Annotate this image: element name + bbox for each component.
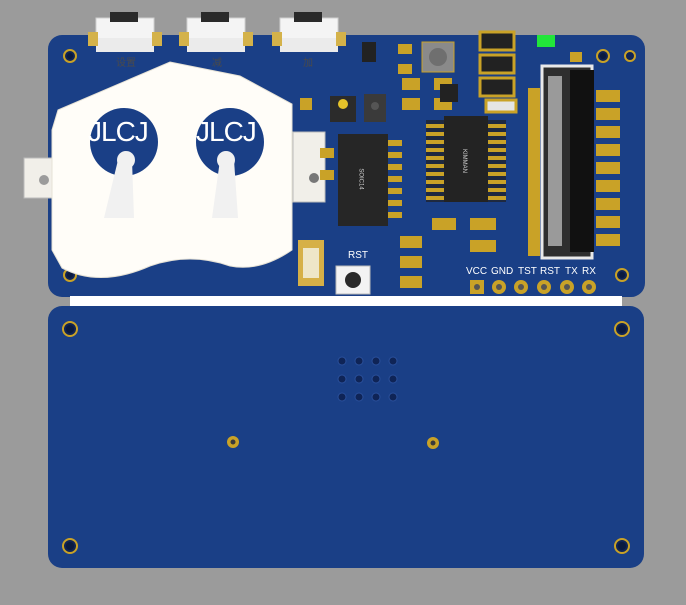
pin-label-vcc: VCC — [466, 266, 488, 277]
button-label-minus: 减 — [212, 58, 222, 69]
bottom-board — [48, 306, 644, 568]
pin-label-tst: TST — [518, 266, 537, 277]
pin-label-rx: RX — [582, 266, 596, 277]
pin-label-tx: TX — [565, 266, 578, 277]
tact-switch-3[interactable] — [272, 12, 346, 52]
pin-label-rst: RST — [540, 266, 560, 277]
pin-label-gnd: GND — [491, 266, 514, 277]
board-gap — [70, 296, 622, 306]
button-label-set: 设置 — [116, 58, 136, 69]
battery-text-left: JLCJ — [88, 116, 149, 147]
reset-button-label: RST — [348, 250, 368, 261]
smd-components — [298, 30, 582, 295]
tssop-chip — [426, 116, 506, 202]
button-label-plus: 加 — [303, 58, 313, 69]
battery-holder — [23, 61, 326, 278]
status-led — [537, 35, 555, 47]
resistor-column — [596, 90, 620, 246]
tact-switch-1[interactable] — [88, 12, 162, 52]
hole-centers — [66, 53, 626, 550]
soic-chip-marking: SOIC14 — [357, 168, 364, 190]
pin-header — [470, 280, 596, 294]
bottom-screw-pads — [227, 436, 439, 449]
battery-text-right: JLCJ — [196, 116, 257, 147]
fpc-connector — [528, 64, 594, 260]
via-grid — [337, 356, 398, 402]
soic-chip — [338, 134, 402, 226]
tact-switch-2[interactable] — [179, 12, 253, 52]
tssop-chip-marking: KIMMAN — [461, 149, 467, 173]
